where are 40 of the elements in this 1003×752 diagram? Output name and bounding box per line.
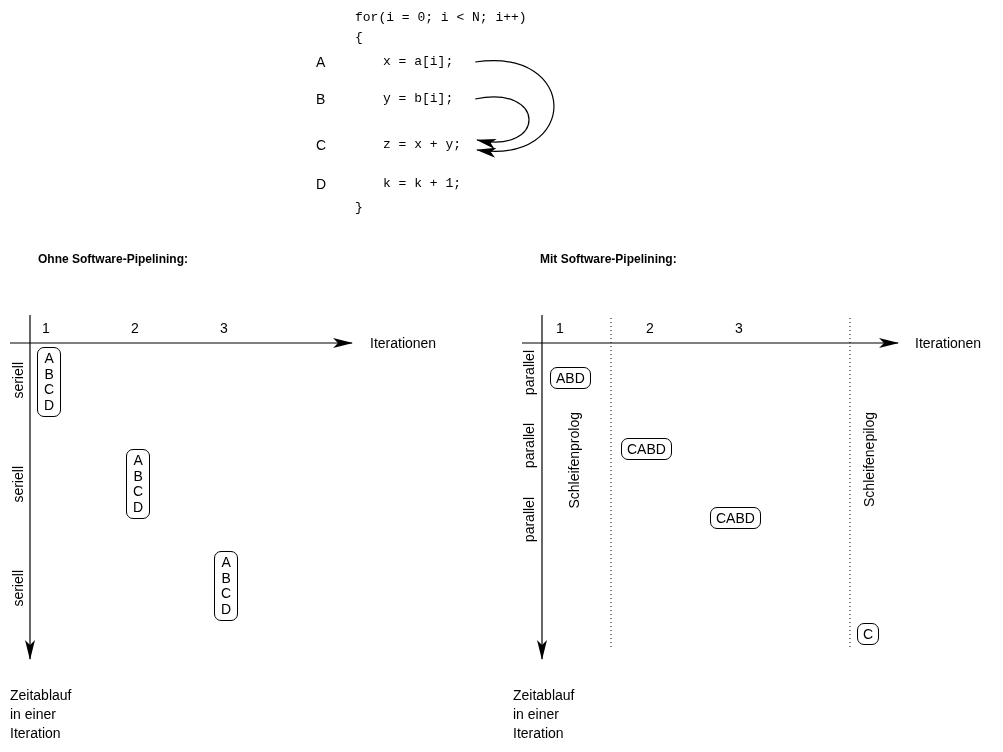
statement-letter: A xyxy=(316,54,326,70)
code-line: k = k + 1; xyxy=(383,176,461,192)
code-line: z = x + y; xyxy=(383,137,461,153)
code-line: for(i = 0; i < N; i++) xyxy=(355,10,527,26)
axis-label: Zeitablauf in einer Iteration xyxy=(513,686,576,743)
statement-letter: C xyxy=(316,137,327,153)
axis-tick-label: 1 xyxy=(42,320,50,336)
phase-label: parallel xyxy=(521,423,537,469)
phase-label: seriell xyxy=(10,466,26,503)
code-line: x = a[i]; xyxy=(383,54,454,70)
operation-box: ABD xyxy=(550,367,591,389)
phase-label: seriell xyxy=(10,570,26,607)
operation-box: A B C D xyxy=(126,449,151,519)
phase-label: seriell xyxy=(10,362,26,399)
axis-label: Zeitablauf in einer Iteration xyxy=(10,686,73,743)
code-line: y = b[i]; xyxy=(383,91,454,107)
operation-box: CABD xyxy=(710,507,761,529)
operation-box: A B C D xyxy=(37,347,62,417)
dependency-arrow xyxy=(474,60,555,156)
phase-label: parallel xyxy=(521,497,537,543)
axis-tick-label: 3 xyxy=(220,320,228,336)
axis-tick-label: 2 xyxy=(131,320,139,336)
heading: Ohne Software-Pipelining: xyxy=(38,251,188,267)
brace: } xyxy=(355,200,363,216)
operation-box: CABD xyxy=(621,438,672,460)
operation-box: A B C D xyxy=(214,551,239,621)
statement-letter: B xyxy=(316,91,326,107)
axis-tick-label: 2 xyxy=(646,320,654,336)
dependency-arrow xyxy=(474,96,530,148)
axis-label: Iterationen xyxy=(915,335,982,351)
axis-tick-label: 3 xyxy=(735,320,743,336)
axis-tick-label: 1 xyxy=(556,320,564,336)
section-label: Schleifenprolog xyxy=(566,412,582,509)
brace: { xyxy=(355,30,363,46)
operation-box: C xyxy=(857,623,880,645)
heading: Mit Software-Pipelining: xyxy=(540,251,677,267)
axis-label: Iterationen xyxy=(370,335,437,351)
section-label: Schleifenepilog xyxy=(861,412,877,507)
statement-letter: D xyxy=(316,176,327,192)
phase-label: parallel xyxy=(521,350,537,396)
